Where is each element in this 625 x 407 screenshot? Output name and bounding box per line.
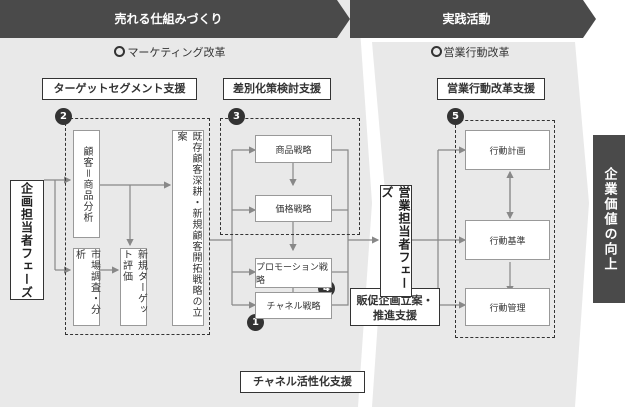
- callout-differentiation: 差別化策検討支援: [223, 78, 331, 100]
- planning-phase: 企画担当者フェーズ: [10, 180, 44, 300]
- box-new-target: 新規ターゲット評価: [120, 248, 147, 326]
- section-sales: 営業行動改革: [400, 44, 540, 60]
- callout-promotion-line-2: 推進支援: [373, 309, 417, 322]
- right-banner-shape: [350, 0, 596, 38]
- callout-channel: チャネル活性化支援: [240, 371, 365, 393]
- box-channel-strategy: チャネル戦略: [255, 292, 332, 319]
- box-price-strategy: 価格戦略: [255, 195, 332, 222]
- box-action-standard: 行動基準: [465, 220, 550, 260]
- result-enterprise-value: 企業価値の向上: [593, 135, 625, 303]
- box-promotion-strategy: プロモーション戦略: [255, 258, 332, 288]
- box-existing-strategy: 既存顧客深耕・新規顧客開拓戦略の立案: [172, 130, 204, 326]
- box-customer-analysis: 顧客＝商品分析: [73, 130, 100, 238]
- callout-promotion-line-1: 販促企画立案・: [356, 294, 434, 307]
- sales-reform-group: [455, 120, 555, 338]
- badge-2: 2: [55, 108, 72, 125]
- section-marketing: マーケティング改革: [80, 44, 260, 60]
- banner-left-title: 売れる仕組みづくり: [114, 12, 223, 26]
- badge-5: 5: [447, 108, 464, 125]
- section-sales-label: 営業行動改革: [443, 46, 510, 59]
- box-action-plan: 行動計画: [465, 130, 550, 170]
- differentiation-group: [220, 118, 360, 235]
- callout-sales-reform: 営業行動改革支援: [437, 78, 545, 100]
- box-market-analysis: 市場調査・分析: [73, 248, 100, 326]
- section-marketing-label: マーケティング改革: [127, 46, 226, 59]
- sales-phase: 営業担当者フェーズ: [380, 185, 412, 297]
- callout-target-segment: ターゲットセグメント支援: [42, 78, 197, 100]
- ring-icon: [430, 46, 442, 57]
- box-product-strategy: 商品戦略: [255, 135, 332, 163]
- box-action-management: 行動管理: [465, 288, 550, 326]
- target-segment-group: [65, 118, 210, 335]
- banner-right-title: 実践活動: [442, 12, 491, 26]
- badge-3: 3: [228, 108, 245, 125]
- left-banner-shape: [0, 0, 350, 38]
- ring-icon: [114, 46, 126, 57]
